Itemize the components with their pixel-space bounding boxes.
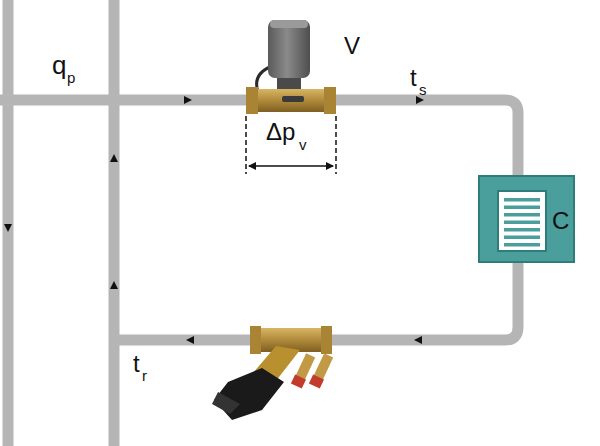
return-subscript: r (142, 368, 147, 383)
temperature-symbol: t (133, 352, 140, 376)
coil-box: C (478, 175, 575, 263)
flow-arrows (4, 96, 424, 344)
pressure-drop-subscript: v (299, 137, 307, 152)
flow-symbol: q (52, 52, 66, 78)
temperature-symbol: t (410, 66, 417, 90)
pipes (0, 0, 518, 446)
balancing-valve (212, 326, 334, 420)
valve-label: V (344, 34, 360, 58)
pressure-drop-symbol: Δp (266, 120, 295, 144)
flow-subscript: p (67, 70, 75, 85)
control-valve (246, 20, 336, 114)
pressure-drop-dimension (246, 116, 336, 174)
coil-label: C (552, 209, 569, 233)
supply-subscript: s (419, 82, 427, 97)
